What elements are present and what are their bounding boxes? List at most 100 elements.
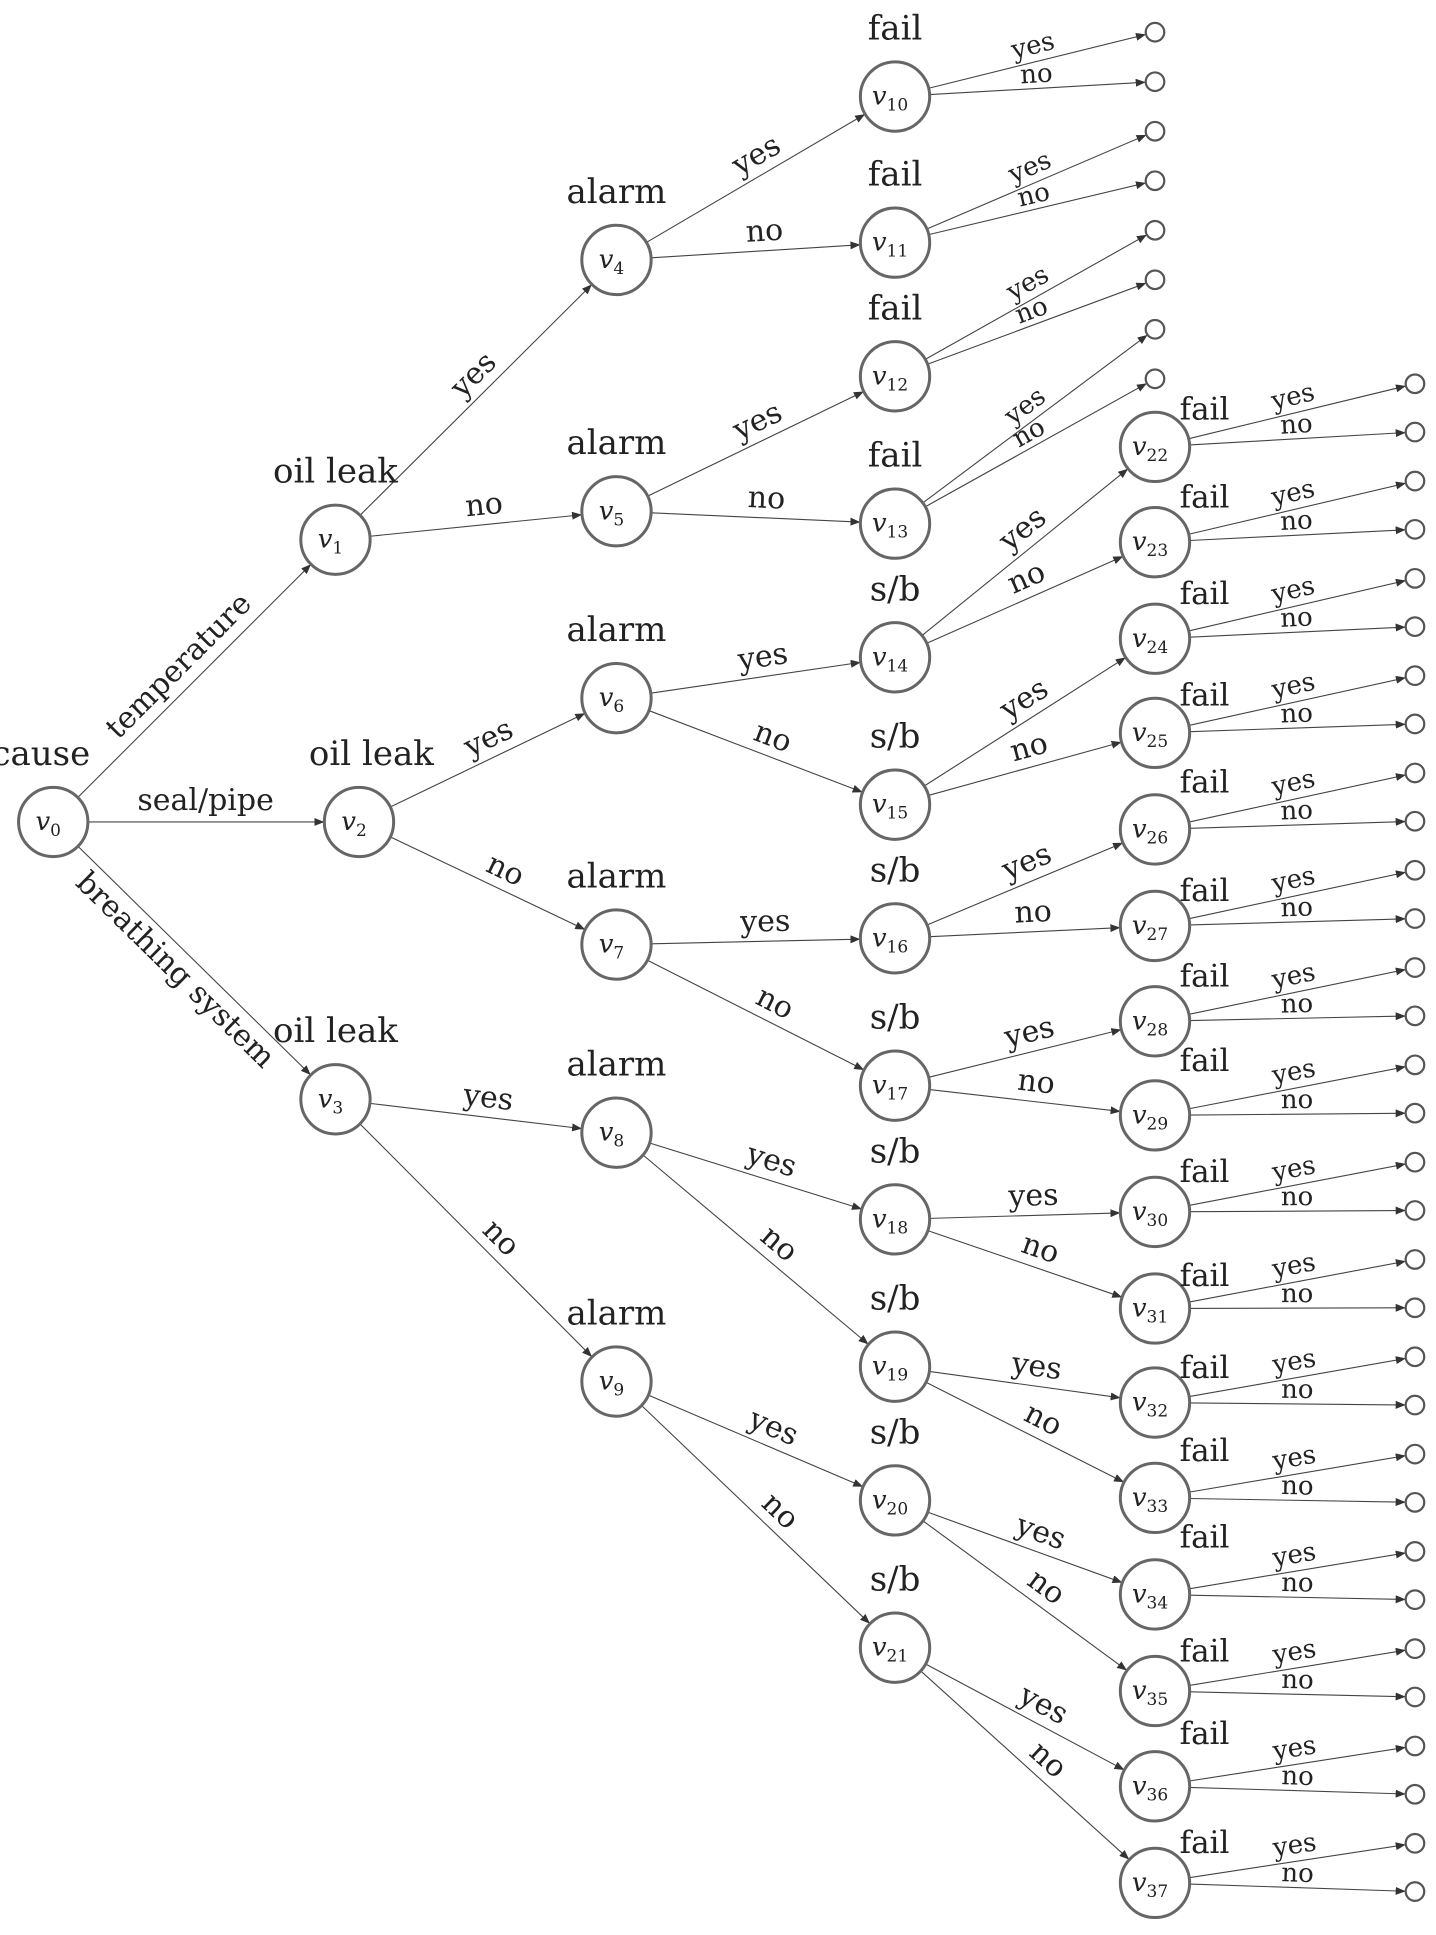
terminal-v23-yes-line: [1188, 481, 1406, 535]
terminal-v34-no-label: no: [1281, 1568, 1314, 1599]
node-v16-label: v16: [872, 923, 908, 957]
node-v1-circle: [299, 503, 372, 576]
edge-v5-v13-label: no: [747, 480, 786, 517]
edge-v3-v8-line: [369, 1102, 583, 1132]
node-v21-label: v21: [872, 1633, 908, 1667]
edge-v14-v22-label: yes: [991, 500, 1053, 559]
terminal-v28-yes-line: [1188, 967, 1406, 1015]
edge-v7-v16-label: yes: [739, 904, 791, 940]
edge-v0-v3-label: breathing system: [69, 865, 282, 1075]
terminal-outcome-circle: [1404, 373, 1426, 395]
node-v24-label: v24: [1132, 624, 1168, 658]
terminal-outcome-circle: [1144, 71, 1166, 93]
node-v1: v1: [299, 503, 372, 576]
node-v19-label: v19: [872, 1352, 908, 1386]
node-v18-title: s/b: [870, 1131, 921, 1171]
node-v6-circle: [580, 662, 653, 735]
terminal-v25-yes-line: [1188, 675, 1406, 726]
node-v1-title: oil leak: [273, 452, 398, 492]
node-v27-circle: [1118, 889, 1192, 963]
terminal-outcome-circle: [1404, 1102, 1426, 1124]
terminal-outcome-circle: [1404, 518, 1426, 540]
edge-v18-v30-line: [929, 1209, 1121, 1219]
node-v33-title: fail: [1180, 1433, 1230, 1469]
node-v34-circle: [1118, 1558, 1192, 1631]
terminal-outcome-circle: [1404, 1783, 1426, 1805]
terminal-v34-no-line: [1189, 1594, 1406, 1604]
node-v27-title: fail: [1180, 873, 1230, 909]
node-v30-label: v30: [1132, 1197, 1168, 1231]
node-v20-title: s/b: [870, 1412, 921, 1452]
terminal-v34-yes-label: yes: [1270, 1537, 1319, 1574]
edge-v5-v12-label: yes: [726, 395, 787, 449]
edge-v19-v33-label: no: [1019, 1396, 1068, 1444]
edge-v20-v35-label: no: [1021, 1562, 1072, 1612]
node-v9: v9: [580, 1345, 653, 1418]
node-v28-circle: [1118, 985, 1192, 1058]
edge-v7-v16-line: [651, 935, 861, 945]
node-v20: v20: [858, 1464, 932, 1537]
terminal-v28-no-line: [1189, 1012, 1406, 1022]
edge-v8-v19-line: [642, 1154, 869, 1345]
node-v4-label: v4: [599, 245, 625, 279]
node-v18: v18: [858, 1183, 932, 1256]
terminal-v22-yes-line: [1188, 384, 1406, 440]
terminal-outcome-circle: [1404, 1589, 1426, 1611]
node-v27-label: v27: [1132, 911, 1168, 945]
node-v19-title: s/b: [870, 1279, 921, 1319]
node-v11: v11: [858, 206, 932, 279]
node-v21-title: s/b: [870, 1560, 921, 1600]
node-v8: v8: [580, 1096, 653, 1169]
edge-v2-v7-label: no: [481, 846, 530, 894]
edge-v17-v29-label: no: [1016, 1063, 1057, 1102]
terminal-outcome-circle: [1404, 957, 1426, 978]
node-v30-title: fail: [1180, 1154, 1230, 1190]
edge-v7-v17-label: no: [750, 979, 799, 1027]
node-v18-label: v18: [872, 1204, 908, 1238]
node-v8-title: alarm: [567, 1045, 667, 1085]
node-v9-title: alarm: [567, 1293, 667, 1333]
terminal-v36-yes-line: [1189, 1744, 1406, 1782]
node-v12-circle: [858, 340, 932, 413]
terminal-outcome-circle: [1404, 1540, 1426, 1562]
terminal-v37-yes-line: [1189, 1842, 1406, 1879]
terminal-outcome-circle: [1404, 616, 1426, 638]
node-v12: v12: [858, 340, 932, 413]
terminal-outcome-circle: [1404, 908, 1426, 929]
terminal-outcome-circle: [1404, 1735, 1426, 1757]
edge-v16-v27-label: no: [1014, 894, 1053, 931]
terminal-v25-no-line: [1189, 720, 1406, 733]
edge-v18-v31-label: no: [1017, 1226, 1064, 1271]
terminal-v24-no-label: no: [1280, 602, 1314, 633]
edge-v6-v15-line: [648, 710, 863, 793]
edge-v21-v37-line: [920, 1670, 1130, 1860]
node-v17-circle: [858, 1049, 932, 1122]
node-v32-label: v32: [1132, 1388, 1168, 1422]
terminal-v23-no-label: no: [1280, 505, 1314, 537]
terminal-v24-yes-line: [1188, 578, 1406, 632]
node-v23: v23: [1118, 506, 1192, 579]
terminal-v12-yes-line: [924, 234, 1147, 360]
node-v36: v36: [1118, 1750, 1192, 1823]
node-v4: v4: [580, 223, 653, 297]
edge-v16-v27-line: [929, 924, 1121, 938]
node-v5: v5: [580, 475, 653, 548]
node-v32-circle: [1118, 1366, 1192, 1439]
node-v2-circle: [322, 785, 396, 859]
node-v3-label: v3: [318, 1084, 344, 1118]
node-v13-label: v13: [872, 509, 908, 543]
node-v6-label: v6: [599, 683, 625, 717]
edge-v0-v2-label: seal/pipe: [137, 783, 274, 818]
node-v5-circle: [580, 475, 653, 548]
edge-v1-v5-label: no: [464, 486, 505, 525]
edge-v9-v20-line: [648, 1394, 864, 1487]
terminal-outcome-circle: [1404, 1491, 1426, 1513]
terminal-v37-no-line: [1189, 1883, 1406, 1895]
edge-v16-v26-label: yes: [996, 836, 1057, 888]
node-v35-title: fail: [1180, 1633, 1230, 1669]
node-v37: v37: [1118, 1846, 1192, 1920]
node-v15-label: v15: [872, 790, 908, 824]
node-v36-circle: [1118, 1750, 1192, 1823]
edge-v2-v6-label: yes: [457, 711, 518, 765]
